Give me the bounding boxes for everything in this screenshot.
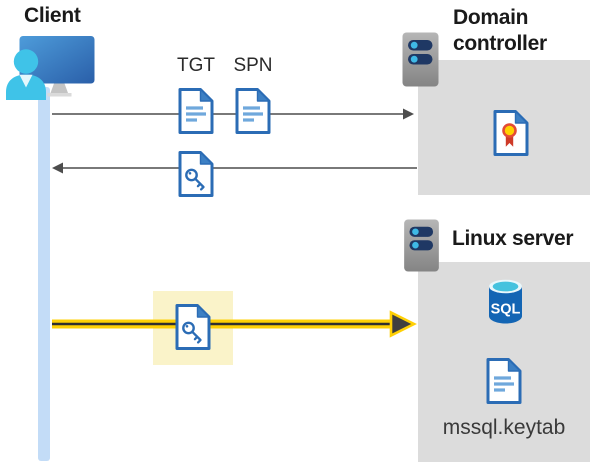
linux-server-label: Linux server: [452, 227, 574, 250]
keytab-file-document-icon: [485, 357, 523, 405]
sql-icon-text: SQL: [491, 302, 521, 318]
tgt-label: TGT: [177, 55, 215, 76]
client-user-computer-icon: [6, 36, 95, 100]
domain-controller-server-icon: [402, 32, 439, 87]
sql-database-icon: SQL: [489, 279, 522, 324]
client-label: Client: [24, 4, 81, 27]
arrow-client-to-linux-server: [52, 310, 417, 338]
spn-label: SPN: [233, 55, 273, 76]
arrow-client-to-dc: [52, 108, 414, 120]
client-lifeline: [38, 87, 50, 461]
linux-server-icon: [403, 219, 440, 272]
tgt-document-icon: [177, 87, 215, 135]
arrow-dc-to-client: [52, 162, 417, 174]
service-ticket-key-document-icon: [177, 150, 215, 198]
domain-controller-label-line2: controller: [453, 32, 547, 55]
keytab-key-document-icon: [174, 303, 212, 351]
spn-document-icon: [234, 87, 272, 135]
keytab-filename-label: mssql.keytab: [442, 416, 566, 439]
domain-controller-label: Domain controller: [453, 5, 547, 57]
domain-controller-label-line1: Domain: [453, 6, 529, 29]
certificate-document-icon: [492, 109, 530, 157]
